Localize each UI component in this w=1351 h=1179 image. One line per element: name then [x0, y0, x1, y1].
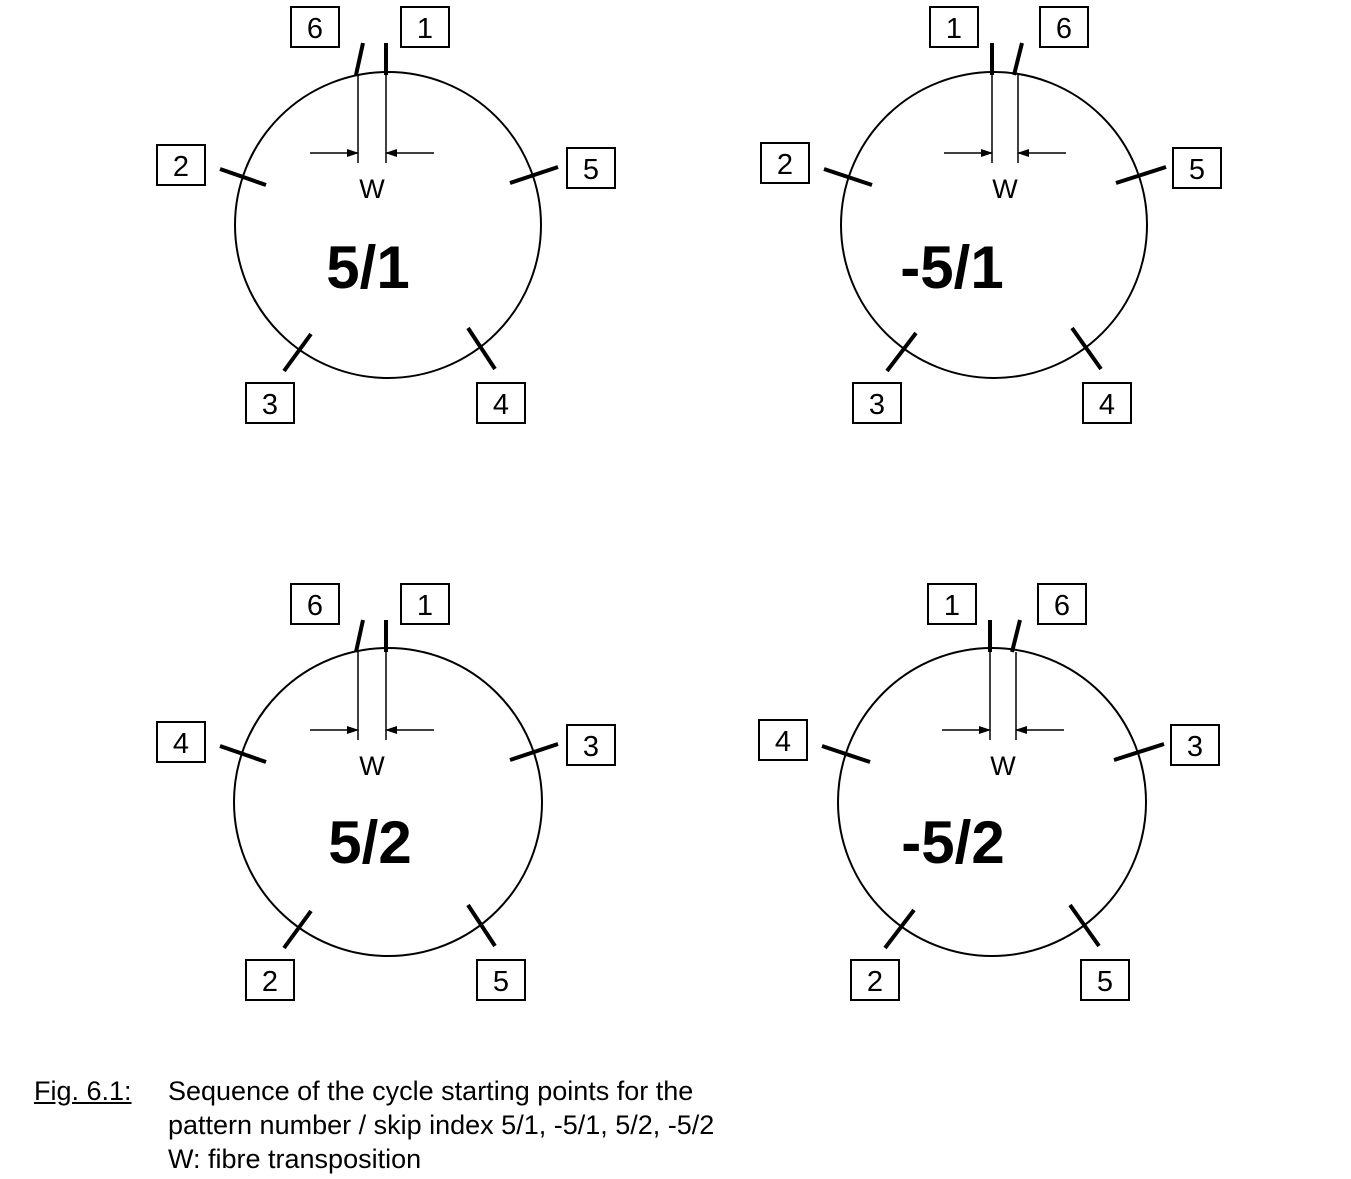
label-box-1: [927, 583, 977, 625]
label-number-1: 1: [417, 13, 433, 45]
label-box-6: [290, 583, 340, 625]
caption-line-2: pattern number / skip index 5/1, -5/1, 5…: [168, 1110, 715, 1140]
label-number-2: 2: [262, 966, 278, 998]
circle-diagram-1: 1 2 3 4 5 6W 5/1: [156, 6, 616, 424]
label-number-6: 6: [1054, 590, 1070, 622]
start-point-mark-3: [509, 742, 559, 762]
label-box-5: [1080, 959, 1130, 1001]
start-point-mark-4: [821, 744, 871, 764]
w-label: W: [990, 751, 1016, 781]
label-box-1: [400, 583, 450, 625]
label-number-3: 3: [869, 389, 885, 421]
start-point-mark-3: [885, 331, 918, 373]
label-box-5: [566, 147, 616, 189]
label-box-4: [156, 721, 206, 763]
start-point-mark-5: [1068, 903, 1101, 948]
pattern-circle: [234, 71, 542, 379]
start-point-mark-4: [466, 326, 497, 371]
label-number-4: 4: [493, 389, 509, 421]
start-point-mark-6: [354, 619, 365, 653]
pattern-index-label: -5/1: [900, 234, 1003, 301]
label-box-5: [1172, 147, 1222, 189]
label-box-3: [245, 382, 295, 424]
pattern-circle: [840, 71, 1148, 379]
label-number-6: 6: [1056, 13, 1072, 45]
label-number-1: 1: [417, 590, 433, 622]
label-number-3: 3: [1187, 731, 1203, 763]
label-number-5: 5: [1097, 966, 1113, 998]
pattern-index-label: 5/2: [328, 809, 411, 876]
label-box-2: [760, 142, 810, 184]
start-point-mark-2: [219, 167, 267, 187]
label-box-4: [476, 382, 526, 424]
start-point-mark-5: [509, 165, 559, 185]
label-number-3: 3: [262, 389, 278, 421]
pattern-index-label: 5/1: [326, 234, 409, 301]
label-box-3: [1170, 724, 1220, 766]
start-point-mark-3: [1113, 742, 1165, 762]
w-label: W: [359, 751, 385, 781]
start-point-mark-5: [466, 903, 497, 948]
label-number-2: 2: [867, 966, 883, 998]
label-number-5: 5: [583, 154, 599, 186]
w-label: W: [992, 174, 1018, 204]
start-point-mark-2: [823, 167, 873, 187]
label-box-4: [1082, 382, 1132, 424]
label-number-4: 4: [775, 726, 791, 758]
label-box-6: [1039, 6, 1089, 48]
label-box-2: [850, 959, 900, 1001]
label-number-2: 2: [777, 149, 793, 181]
label-box-2: [156, 144, 206, 186]
label-box-6: [1037, 583, 1087, 625]
label-number-5: 5: [493, 966, 509, 998]
start-point-mark-4: [1070, 326, 1103, 371]
caption-line-3: W: fibre transposition: [168, 1144, 422, 1174]
pattern-circle: [233, 647, 543, 957]
label-box-3: [852, 382, 902, 424]
pattern-index-label: -5/2: [901, 809, 1004, 876]
pattern-circle: [837, 647, 1147, 957]
start-point-mark-3: [282, 332, 313, 373]
circle-diagram-4: 1 2 3 4 5 6W -5/2: [758, 583, 1220, 1001]
label-number-2: 2: [173, 151, 189, 183]
label-number-1: 1: [944, 590, 960, 622]
label-number-4: 4: [1099, 389, 1115, 421]
label-box-6: [290, 6, 340, 48]
label-number-5: 5: [1189, 154, 1205, 186]
circle-diagram-2: 1 2 3 4 5 6W -5/1: [760, 6, 1222, 424]
start-point-mark-6: [354, 42, 365, 76]
label-box-1: [400, 6, 450, 48]
start-point-mark-6: [1012, 42, 1024, 76]
label-number-6: 6: [307, 590, 323, 622]
caption-figure-number: Fig. 6.1:: [34, 1076, 132, 1106]
label-number-1: 1: [946, 13, 962, 45]
label-number-3: 3: [583, 731, 599, 763]
start-point-mark-5: [1115, 165, 1167, 185]
start-point-mark-2: [282, 909, 313, 950]
label-number-4: 4: [173, 728, 189, 760]
label-number-6: 6: [307, 13, 323, 45]
circle-diagram-3: 1 2 3 4 5 6W 5/2: [156, 583, 616, 1001]
label-box-2: [245, 959, 295, 1001]
start-point-mark-6: [1010, 619, 1022, 653]
label-box-3: [566, 724, 616, 766]
start-point-mark-4: [219, 744, 267, 764]
label-box-1: [929, 6, 979, 48]
w-label: W: [359, 174, 385, 204]
start-point-mark-2: [883, 908, 916, 950]
label-box-5: [476, 959, 526, 1001]
caption-line-1: Sequence of the cycle starting points fo…: [168, 1076, 694, 1106]
label-box-4: [758, 719, 808, 761]
